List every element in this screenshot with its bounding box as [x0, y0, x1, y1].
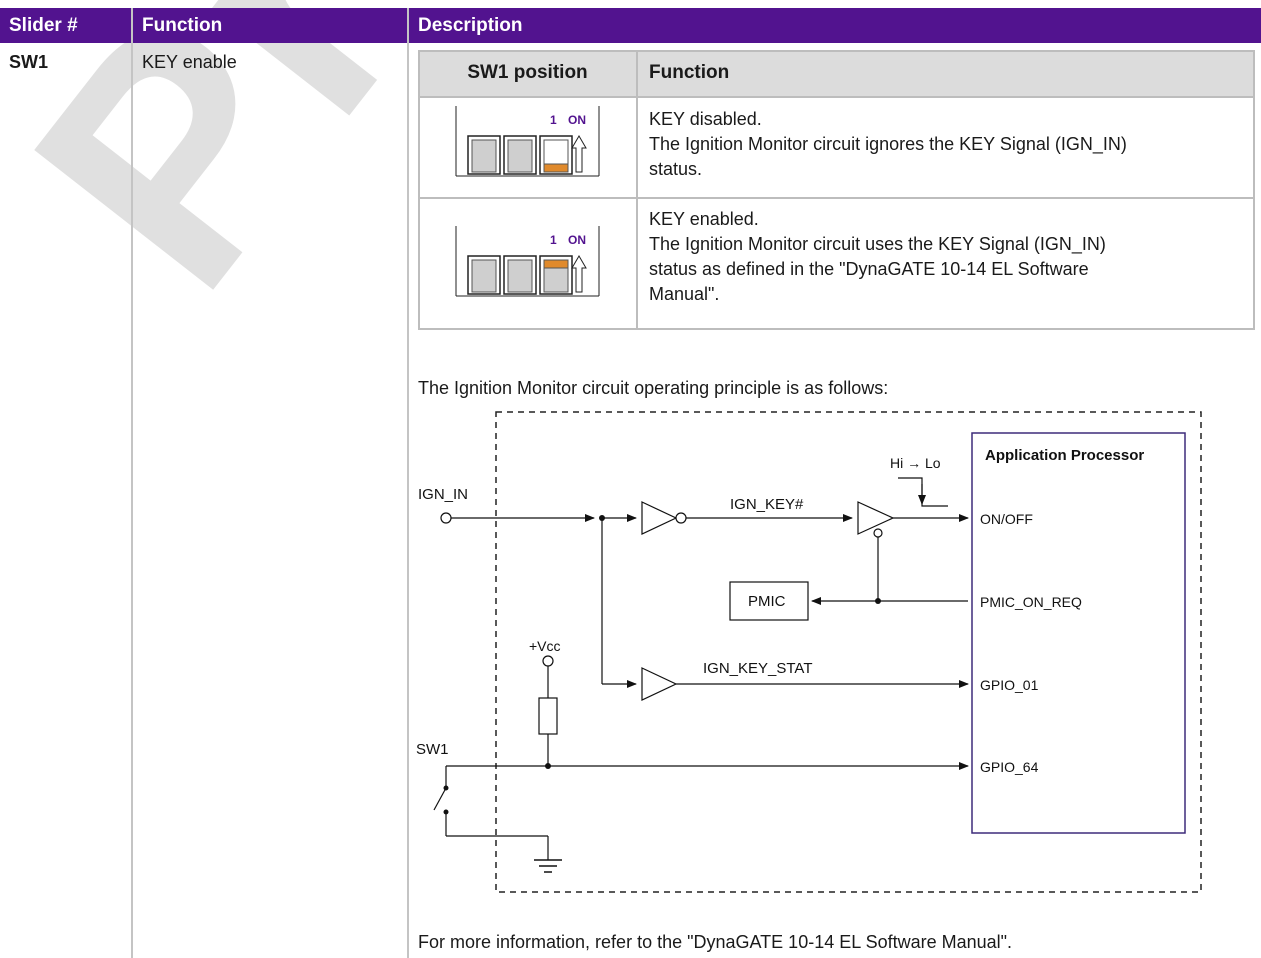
column-divider-2 [407, 8, 409, 958]
row2-line3: status as defined in the "DynaGATE 10-14… [649, 259, 1089, 279]
pmic-box [729, 581, 809, 621]
row1-line1: KEY disabled. [649, 109, 762, 129]
position-table-header-position: SW1 position [418, 50, 637, 96]
position-table-header-function: Function [637, 50, 1255, 96]
border [418, 96, 1255, 98]
border [418, 328, 1255, 330]
row2-line1: KEY enabled. [649, 209, 759, 229]
slider-function: KEY enable [142, 52, 237, 72]
ign-key-label: IGN_KEY# [730, 496, 804, 513]
ign-in-label: IGN_IN [418, 486, 468, 503]
column-divider-1 [131, 8, 133, 958]
header-function: Function [133, 8, 407, 43]
pullup-resistor [538, 697, 558, 735]
switch-num-label: 1 [550, 113, 557, 127]
gpio-64-label: GPIO_64 [980, 759, 1039, 775]
switch-on-label: ON [568, 113, 586, 127]
pmic-label: PMIC [748, 593, 786, 610]
ign-key-stat-label: IGN_KEY_STAT [703, 660, 812, 677]
row2-line2: The Ignition Monitor circuit uses the KE… [649, 234, 1106, 254]
dip-switch-on-icon: 1 ON [455, 226, 600, 297]
ign-in-terminal [440, 512, 452, 524]
position-table: SW1 position Function 1 ON 1 ON [418, 50, 1255, 330]
row2-line4: Manual". [649, 284, 720, 304]
dip-switch-off-icon: 1 ON [455, 106, 600, 177]
slider-id: SW1 [9, 52, 49, 72]
processor-title: Application Processor [985, 447, 1144, 464]
hi-lo-label: Hi → Lo [890, 455, 941, 471]
border [418, 50, 420, 330]
switch-num-label: 1 [550, 233, 557, 247]
border [418, 197, 1255, 199]
gpio-01-label: GPIO_01 [980, 677, 1039, 693]
row1-line3: status. [649, 159, 703, 179]
pmic-on-req-label: PMIC_ON_REQ [980, 594, 1082, 610]
border [1253, 50, 1255, 330]
vcc-label: +Vcc [529, 638, 561, 654]
row1-line2: The Ignition Monitor circuit ignores the… [649, 134, 1127, 154]
border [418, 50, 1255, 52]
header-description: Description [409, 8, 1261, 43]
border [636, 50, 638, 330]
dashed-boundary [495, 411, 1202, 893]
switch-on-label: ON [568, 233, 586, 247]
on-off-label: ON/OFF [980, 511, 1033, 527]
processor-box [971, 432, 1186, 834]
sw1-label: SW1 [416, 741, 449, 758]
intro-text: The Ignition Monitor circuit operating p… [418, 378, 889, 398]
switch-contact [433, 787, 447, 811]
footer-text: For more information, refer to the "Dyna… [418, 932, 1013, 952]
header-slider: Slider # [0, 8, 131, 43]
